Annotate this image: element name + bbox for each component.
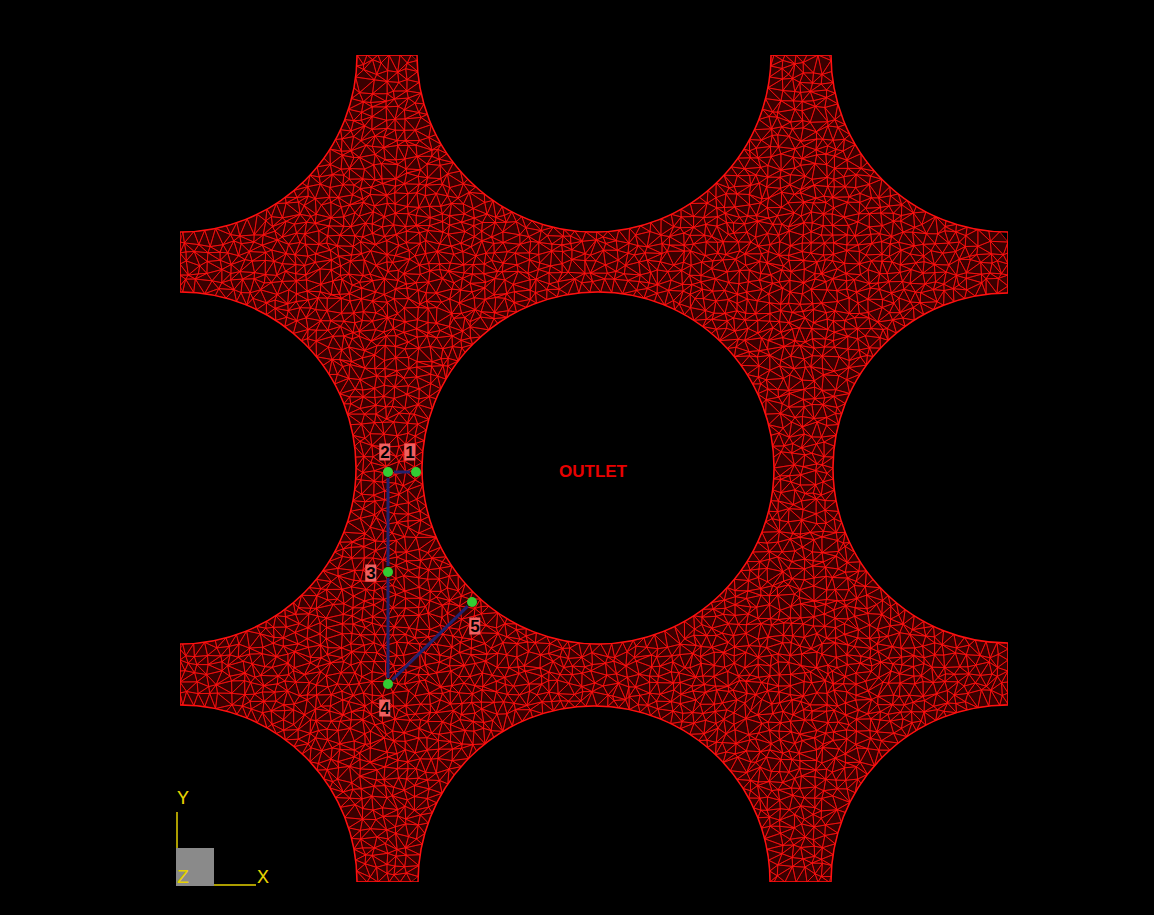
point-marker [383,679,393,689]
outer-edge [180,55,1008,882]
point-dot [382,466,394,478]
probe-point: 2 [382,466,394,478]
tube-wall [831,55,1008,232]
probe-line [394,471,410,474]
point-dot [410,466,422,478]
probe-point: 3 [382,566,394,578]
probe-line [387,478,390,566]
point-marker [383,567,393,577]
tube-wall [417,55,771,232]
y-axis-line [176,812,178,848]
probe-point: 4 [382,678,394,690]
axis-label: Y [177,787,189,810]
point-marker [411,467,421,477]
point-dot [382,678,394,690]
tube-wall [418,706,770,882]
domain-boundary [3,0,1154,915]
point-marker [467,597,477,607]
tube-wall [833,293,1008,643]
tube-wall [180,292,356,644]
probe-point: 1 [410,466,422,478]
callout-number: 2 [379,444,390,461]
axis-label: X [257,866,269,889]
point-dot [382,566,394,578]
point-dot [466,596,478,608]
probe-point: 5 [466,596,478,608]
region-label: OUTLET [559,462,627,482]
point-marker [383,467,393,477]
callout-number: 1 [404,444,415,461]
probe-line [392,606,467,680]
tube-wall [180,705,357,882]
tube-wall [831,705,1008,882]
probe-line [387,578,390,678]
mesh-lines [180,55,1008,882]
callout-number: 5 [469,618,480,635]
callout-number: 3 [365,565,376,582]
triangle-mesh [180,55,1008,882]
axis-label: Z [177,866,189,889]
callout-number: 4 [379,700,390,717]
tube-wall [422,292,774,644]
x-axis-line [214,884,256,886]
tube-wall [180,55,357,232]
